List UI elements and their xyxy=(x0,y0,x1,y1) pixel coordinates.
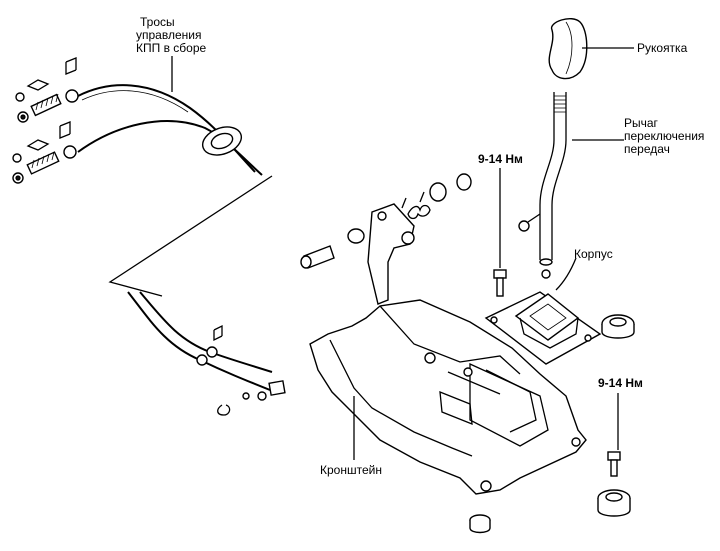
torque-right: 9-14 Нм xyxy=(598,376,643,477)
lever-label-line2: переключения xyxy=(624,129,704,143)
cables-label-line1: Тросы xyxy=(140,15,175,29)
bracket-label: Кронштейн xyxy=(320,463,382,477)
cable-assembly-upper xyxy=(12,57,263,184)
housing-label: Корпус xyxy=(574,247,613,261)
bushings xyxy=(597,314,635,517)
torque-top: 9-14 Нм xyxy=(478,152,523,297)
torque-top-label: 9-14 Нм xyxy=(478,152,523,166)
cable-break-line xyxy=(108,175,273,297)
lever-label-line1: Рычаг xyxy=(624,116,659,130)
cables-label: Тросы управления КПП в сборе xyxy=(136,15,207,92)
cables-label-line3: КПП в сборе xyxy=(136,41,207,55)
lever-label-line3: передач xyxy=(624,142,670,156)
knob-label: Рукоятка xyxy=(637,41,688,55)
small-parts xyxy=(300,173,472,305)
shift-knob: Рукоятка xyxy=(548,18,688,80)
housing: Корпус xyxy=(484,247,613,365)
cables-label-line2: управления xyxy=(136,28,201,42)
bracket: Кронштейн xyxy=(309,299,587,534)
torque-right-label: 9-14 Нм xyxy=(598,376,643,390)
cable-assembly-lower xyxy=(127,291,286,416)
shift-lever: Рычаг переключения передач xyxy=(518,92,704,279)
